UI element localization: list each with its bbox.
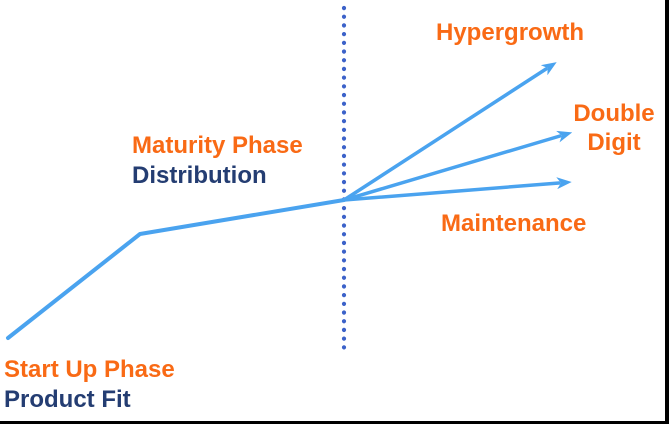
- maintenance-label: Maintenance: [441, 210, 587, 237]
- product-fit-label: Product Fit: [4, 386, 131, 413]
- double-digit-label: Double Digit: [573, 100, 655, 156]
- double-digit-arrow: [342, 130, 573, 202]
- growth-curve-line: [6, 198, 346, 340]
- startup-phase-block: Start Up Phase Product Fit: [4, 355, 175, 415]
- maturity-phase-block: Maturity Phase Distribution: [132, 131, 303, 191]
- maintenance-arrow: [342, 177, 572, 202]
- hypergrowth-label: Hypergrowth: [436, 19, 585, 46]
- startup-phase-label: Start Up Phase: [4, 356, 175, 383]
- hypergrowth-arrow: [342, 62, 557, 202]
- maturity-phase-label: Maturity Phase: [132, 132, 303, 159]
- distribution-label: Distribution: [132, 162, 267, 189]
